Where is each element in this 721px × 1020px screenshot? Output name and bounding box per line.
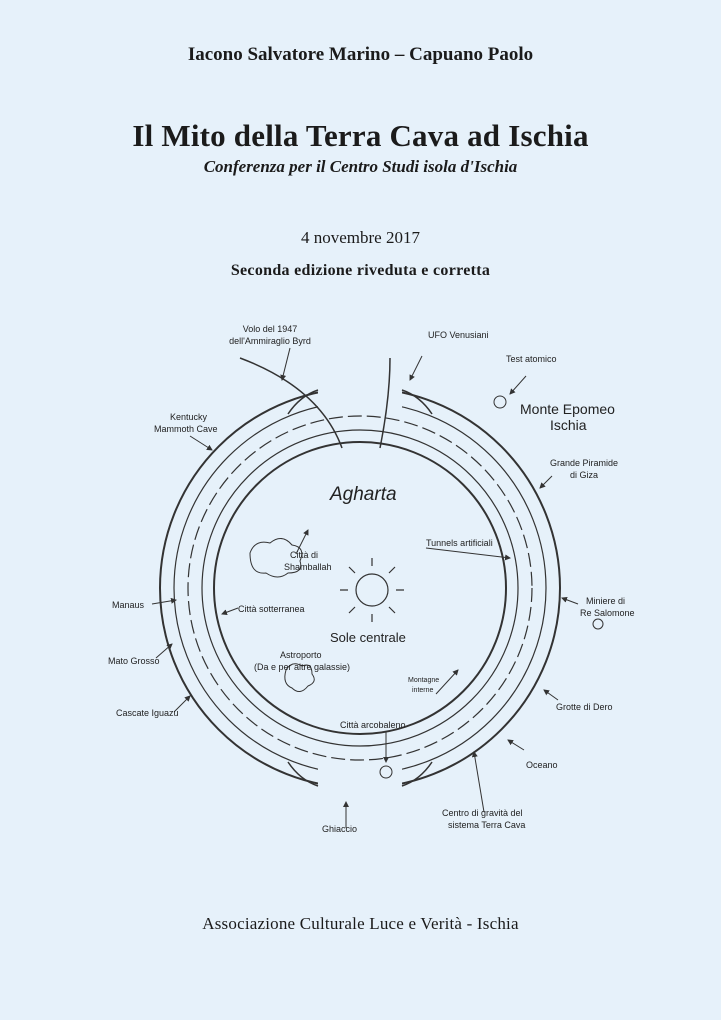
label-miniere-1: Miniere di	[586, 596, 625, 606]
label-sotterranea: Città sotterranea	[238, 604, 305, 614]
label-oceano: Oceano	[526, 760, 558, 770]
label-sole: Sole centrale	[330, 630, 406, 645]
publisher: Associazione Culturale Luce e Verità - I…	[202, 914, 519, 933]
rainbow-city-icon	[379, 765, 393, 779]
label-iguazu: Cascate Iguazu	[116, 708, 179, 718]
label-tunnels: Tunnels artificiali	[426, 538, 493, 548]
book-subtitle: Conferenza per il Centro Studi isola d'I…	[203, 157, 518, 176]
authors: Iacono Salvatore Marino – Capuano Paolo	[187, 44, 534, 65]
label-dero: Grotte di Dero	[556, 702, 613, 712]
label-giza-2: di Giza	[570, 470, 598, 480]
astroport-icon	[284, 663, 315, 692]
label-mato: Mato Grosso	[108, 656, 160, 666]
label-montagne-2: interne	[412, 687, 434, 694]
label-montagne-1: Montagne	[408, 677, 439, 684]
label-epomeo-1: Monte Epomeo	[520, 401, 615, 417]
hollow-earth-diagram: Agharta Volo del 1947 dell'Ammiraglio By…	[108, 324, 635, 834]
label-kentucky-1: Kentucky	[170, 412, 208, 422]
label-astro-2: (Da e per altre galassie)	[254, 662, 350, 672]
label-manaus: Manaus	[112, 600, 145, 610]
label-byrd-1: Volo del 1947	[243, 324, 298, 334]
label-astro-1: Astroporto	[280, 650, 322, 660]
shamballah-cloud-icon	[249, 538, 303, 578]
edition-note: Seconda edizione riveduta e corretta	[230, 262, 491, 279]
label-ghiaccio: Ghiaccio	[322, 824, 357, 834]
label-epomeo-2: Ischia	[550, 417, 587, 433]
label-byrd-2: dell'Ammiraglio Byrd	[229, 336, 311, 346]
label-gravita-2: sistema Terra Cava	[448, 820, 525, 830]
label-shamballah-1: Città di	[290, 550, 318, 560]
label-shamballah-2: Shamballah	[284, 562, 332, 572]
book-title: Il Mito della Terra Cava ad Ischia	[132, 118, 589, 153]
label-test: Test atomico	[506, 354, 557, 364]
label-kentucky-2: Mammoth Cave	[154, 424, 218, 434]
label-giza-1: Grande Piramide	[550, 458, 618, 468]
solomon-mine-icon	[592, 618, 604, 630]
central-sun-icon	[340, 558, 404, 622]
south-polar-opening	[318, 766, 402, 800]
conference-date: 4 novembre 2017	[301, 228, 420, 247]
agharta-label: Agharta	[329, 484, 397, 505]
label-gravita-1: Centro di gravità del	[442, 808, 523, 818]
test-atomico-icon	[493, 395, 507, 409]
label-miniere-2: Re Salomone	[580, 608, 635, 618]
label-arcobaleno: Città arcobaleno	[340, 720, 406, 730]
label-ufo: UFO Venusiani	[428, 330, 489, 340]
